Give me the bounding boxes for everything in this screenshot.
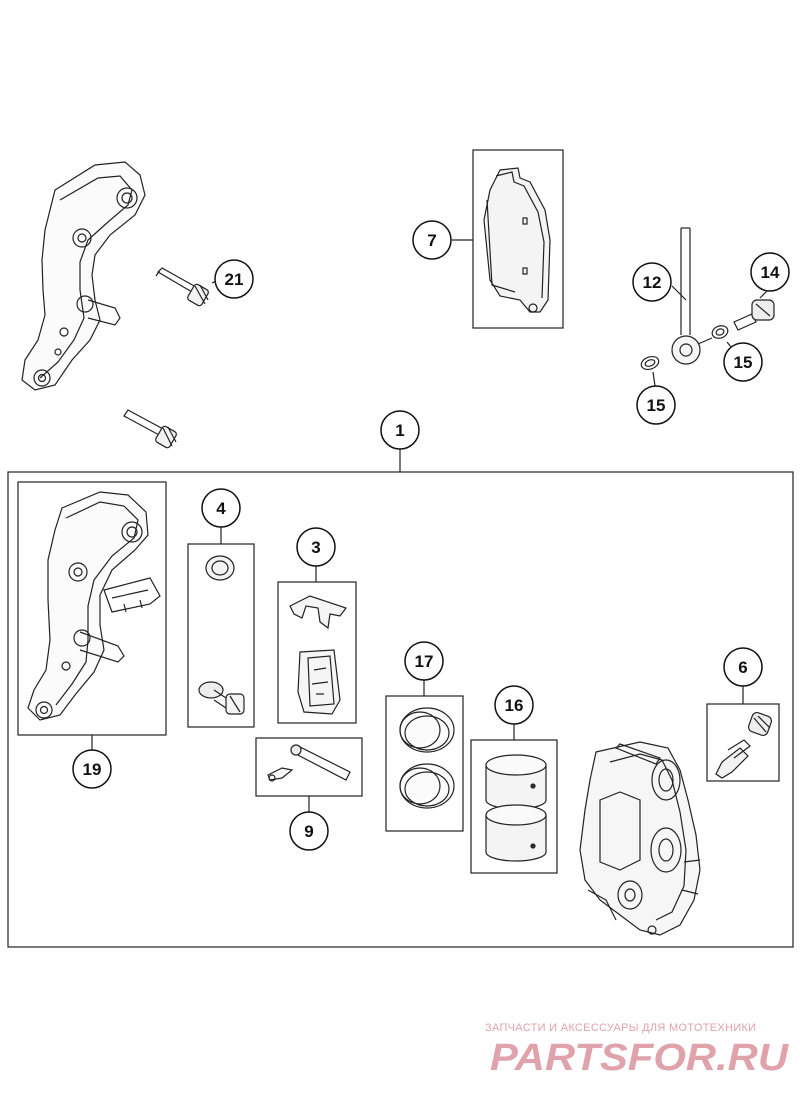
- callout-14: 14: [750, 252, 790, 292]
- watermark-logo: PARTSFOR.RU: [490, 1037, 790, 1079]
- callout-15-left: 15: [636, 385, 676, 425]
- callout-6: 6: [723, 647, 763, 687]
- callout-21: 21: [214, 259, 254, 299]
- watermark-tagline: ЗАПЧАСТИ И АКСЕССУАРЫ ДЛЯ МОТОТЕХНИКИ: [485, 1022, 757, 1034]
- piston-seals-17-part: [399, 707, 455, 809]
- caliper-body-part: [579, 741, 701, 936]
- pad-spring-3-part: [289, 595, 347, 715]
- svg-text:3: 3: [311, 538, 320, 557]
- callout-17: 17: [404, 641, 444, 681]
- svg-text:15: 15: [734, 353, 753, 372]
- callout-15-right: 15: [723, 342, 763, 382]
- pistons-16-part: [485, 754, 547, 862]
- svg-text:14: 14: [761, 263, 780, 282]
- item-4-parts: [198, 555, 245, 715]
- pin-9-part: [267, 744, 351, 782]
- callout-1: 1: [380, 410, 420, 450]
- svg-text:6: 6: [738, 658, 747, 677]
- brake-line-assembly-part: [640, 227, 775, 371]
- callout-16: 16: [494, 685, 534, 725]
- bolt-loose-part: [123, 409, 177, 449]
- svg-text:16: 16: [505, 696, 524, 715]
- svg-text:1: 1: [395, 421, 404, 440]
- svg-text:7: 7: [427, 231, 436, 250]
- callout-3: 3: [296, 527, 336, 567]
- svg-text:15: 15: [647, 396, 666, 415]
- svg-text:17: 17: [415, 652, 434, 671]
- callout-4: 4: [201, 488, 241, 528]
- bracket-upper-part: [21, 161, 146, 391]
- svg-text:21: 21: [225, 270, 244, 289]
- watermark-logo-text: PARTSFOR.RU: [490, 1037, 790, 1079]
- box-brake-pads: [472, 149, 564, 329]
- callout-7: 7: [412, 220, 452, 260]
- bleeder-6-part: [715, 711, 773, 779]
- box-item-9: [255, 737, 363, 797]
- brake-pads-part: [483, 167, 551, 313]
- bolt-21-part: [155, 267, 209, 307]
- svg-text:12: 12: [643, 273, 662, 292]
- callout-9: 9: [289, 811, 329, 851]
- box-item-3: [277, 581, 357, 724]
- callout-19: 19: [72, 749, 112, 789]
- caliper-bracket-19-part: [27, 491, 161, 721]
- svg-text:19: 19: [83, 760, 102, 779]
- callout-12: 12: [632, 262, 672, 302]
- svg-text:4: 4: [216, 499, 226, 518]
- svg-text:9: 9: [304, 822, 313, 841]
- callouts: 1 3 4 6 7 9 12 14: [72, 220, 790, 851]
